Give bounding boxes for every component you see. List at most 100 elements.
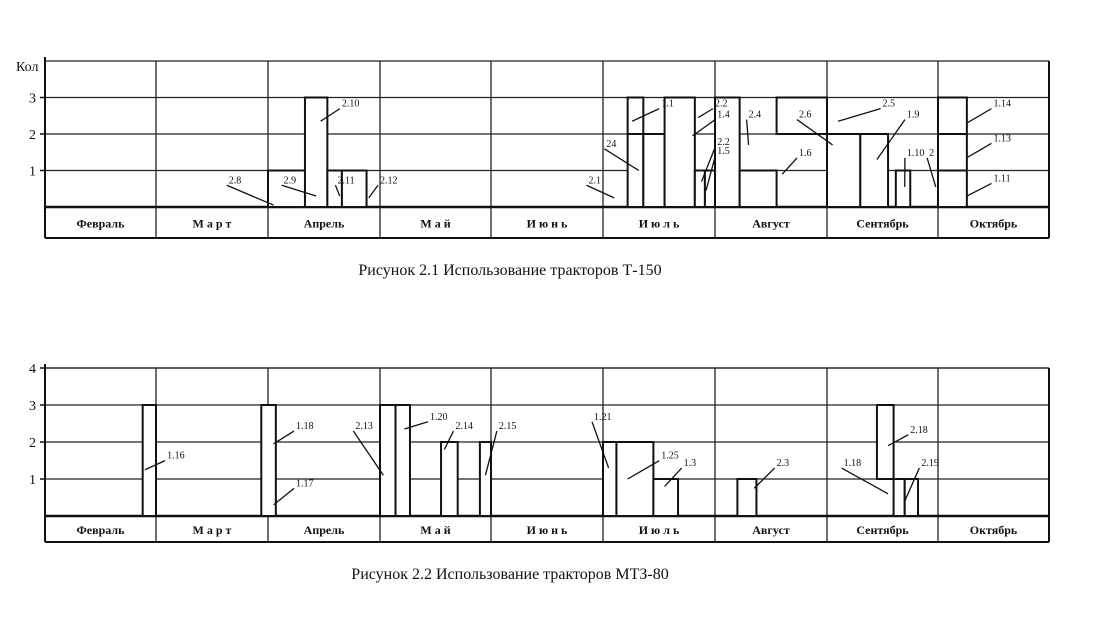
leader-line (484, 430, 498, 476)
bar-label: 1.13 (994, 133, 1012, 144)
leader-line (368, 184, 379, 199)
month-label: Февраль (77, 523, 126, 537)
month-label: Сентябрь (856, 217, 909, 231)
month-label: Февраль (77, 217, 126, 231)
leader-line (796, 119, 833, 146)
month-label: М а й (420, 523, 450, 537)
leader-line (753, 467, 776, 489)
leader-line (273, 430, 295, 445)
caption-mtz80: Рисунок 2.2 Использование тракторов МТЗ-… (351, 566, 669, 583)
y-axis-label: Кол (16, 60, 38, 75)
month-label: М а р т (193, 523, 232, 537)
leader-line (781, 157, 798, 175)
bar (937, 133, 968, 172)
month-label: Август (752, 523, 790, 537)
bar (615, 441, 655, 517)
month-label: Август (752, 217, 790, 231)
bar (892, 478, 906, 517)
month-label: Апрель (304, 523, 345, 537)
bar-label: 2.6 (799, 110, 812, 121)
bar-label: 1.21 (594, 412, 612, 423)
leader-line (591, 421, 610, 469)
leader-line (697, 108, 714, 119)
bar (394, 404, 411, 517)
bar (379, 404, 397, 517)
leader-line (926, 157, 937, 188)
month-label: И ю н ь (527, 523, 568, 537)
leader-line (837, 108, 881, 122)
month-label: Апрель (304, 217, 345, 231)
bar (478, 441, 492, 517)
bar (340, 169, 368, 208)
leader-line (876, 119, 906, 160)
month-label: Октябрь (970, 523, 1018, 537)
bar (626, 133, 645, 208)
y-tick-label: 4 (29, 362, 36, 377)
y-tick-label: 1 (29, 165, 36, 180)
y-tick-label: 2 (29, 436, 36, 451)
bar (260, 404, 277, 517)
bar (736, 478, 758, 517)
bar-label: 1.17 (296, 478, 314, 489)
y-tick-label: 2 (29, 128, 36, 143)
bar-label: 2 (929, 148, 934, 159)
bar-label: 2.2 (715, 99, 728, 110)
bar-label: 2.3 (777, 458, 790, 469)
bar (663, 96, 696, 208)
leader-line (841, 467, 889, 495)
bar (775, 96, 828, 135)
bar-label: 2.14 (455, 421, 473, 432)
leader-line (631, 108, 660, 122)
bar-label: 2.8 (229, 175, 242, 186)
leader-line (745, 119, 750, 146)
bar-label: 1.5 (717, 146, 730, 157)
month-label: И ю л ь (639, 217, 680, 231)
bar-label: 2.5 (883, 99, 896, 110)
leader-line (966, 142, 992, 159)
month-label: Сентябрь (856, 523, 909, 537)
leader-line (700, 146, 716, 182)
bar-label: 1.4 (717, 110, 730, 121)
month-label: М а р т (193, 217, 232, 231)
bar (267, 169, 309, 208)
bar-label: 1.20 (430, 412, 448, 423)
bar (859, 133, 890, 208)
bar (642, 133, 666, 208)
bar-label: 1.11 (994, 173, 1011, 184)
bar-label: 1.16 (167, 451, 185, 462)
y-tick-label: 3 (29, 399, 36, 414)
bar-label: 1.14 (994, 99, 1012, 110)
leader-line (281, 184, 317, 197)
bar-label: 1.9 (907, 110, 920, 121)
bar (937, 96, 968, 135)
bar-label: 1.1 (661, 99, 674, 110)
bar-label: 1.25 (661, 451, 679, 462)
leader-line (627, 460, 660, 480)
leader-line (144, 460, 166, 471)
bar (738, 169, 778, 208)
bar-label: 2.9 (284, 175, 297, 186)
bar (626, 96, 645, 135)
leader-line (586, 184, 615, 199)
leader-line (966, 182, 992, 197)
bar-label: 2.18 (910, 425, 928, 436)
bar-label: 2.4 (749, 110, 762, 121)
month-label: И ю н ь (527, 217, 568, 231)
bar-label: 2.19 (921, 458, 939, 469)
bar (440, 441, 459, 517)
y-tick-label: 3 (29, 92, 36, 107)
month-label: И ю л ь (639, 523, 680, 537)
leader-line (273, 487, 295, 506)
leader-line (664, 467, 683, 487)
bar-label: 2.1 (588, 175, 601, 186)
bar-label: 2.2 (717, 137, 730, 148)
bar-label: 1.18 (296, 421, 314, 432)
bar-label: 2.15 (499, 421, 516, 432)
leader-line (604, 148, 640, 172)
leader-line (904, 467, 920, 502)
bar (937, 169, 968, 208)
bar (903, 478, 920, 517)
